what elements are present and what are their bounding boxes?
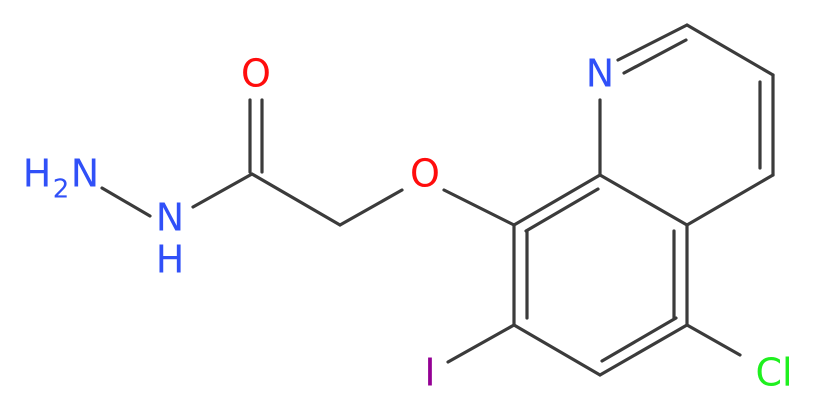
iodine-label: I bbox=[424, 351, 435, 395]
hydrazide-hydrogen-label: H bbox=[156, 238, 185, 282]
bond-ring-e bbox=[598, 173, 689, 227]
atom-labels: O O N N H H 2 N I Cl bbox=[23, 52, 793, 395]
bond-py-b-inner bbox=[622, 38, 688, 75]
bond-py-c bbox=[685, 23, 775, 77]
amino-subscript-label: 2 bbox=[53, 175, 70, 205]
bond-py-b bbox=[616, 23, 689, 62]
ether-oxygen-label: O bbox=[410, 152, 440, 196]
bond-ring-c-inner bbox=[600, 316, 678, 363]
chlorine-label: Cl bbox=[755, 351, 792, 395]
bond-nh-c bbox=[191, 172, 254, 209]
bond-ring-b bbox=[512, 323, 602, 377]
bond-ring-f-inner bbox=[524, 187, 600, 233]
bond-o-ring bbox=[442, 188, 516, 227]
bond-c-ch2 bbox=[250, 172, 342, 227]
hydrazide-nitrogen-label: N bbox=[156, 196, 184, 240]
bond-ch2-o bbox=[338, 188, 404, 227]
bonds bbox=[100, 23, 775, 377]
bond-ring-cl bbox=[685, 323, 742, 357]
bond-nh2-nh bbox=[100, 186, 152, 218]
bond-ring-i bbox=[446, 323, 516, 364]
bond-ring-c bbox=[598, 323, 689, 377]
ring-nitrogen-label: N bbox=[586, 52, 614, 96]
amino-nitrogen-label: N bbox=[71, 152, 99, 196]
bond-py-e bbox=[685, 173, 775, 227]
bond-ring-f bbox=[512, 173, 602, 227]
amino-hydrogen-label: H bbox=[23, 152, 52, 196]
carbonyl-oxygen-label: O bbox=[241, 52, 271, 96]
